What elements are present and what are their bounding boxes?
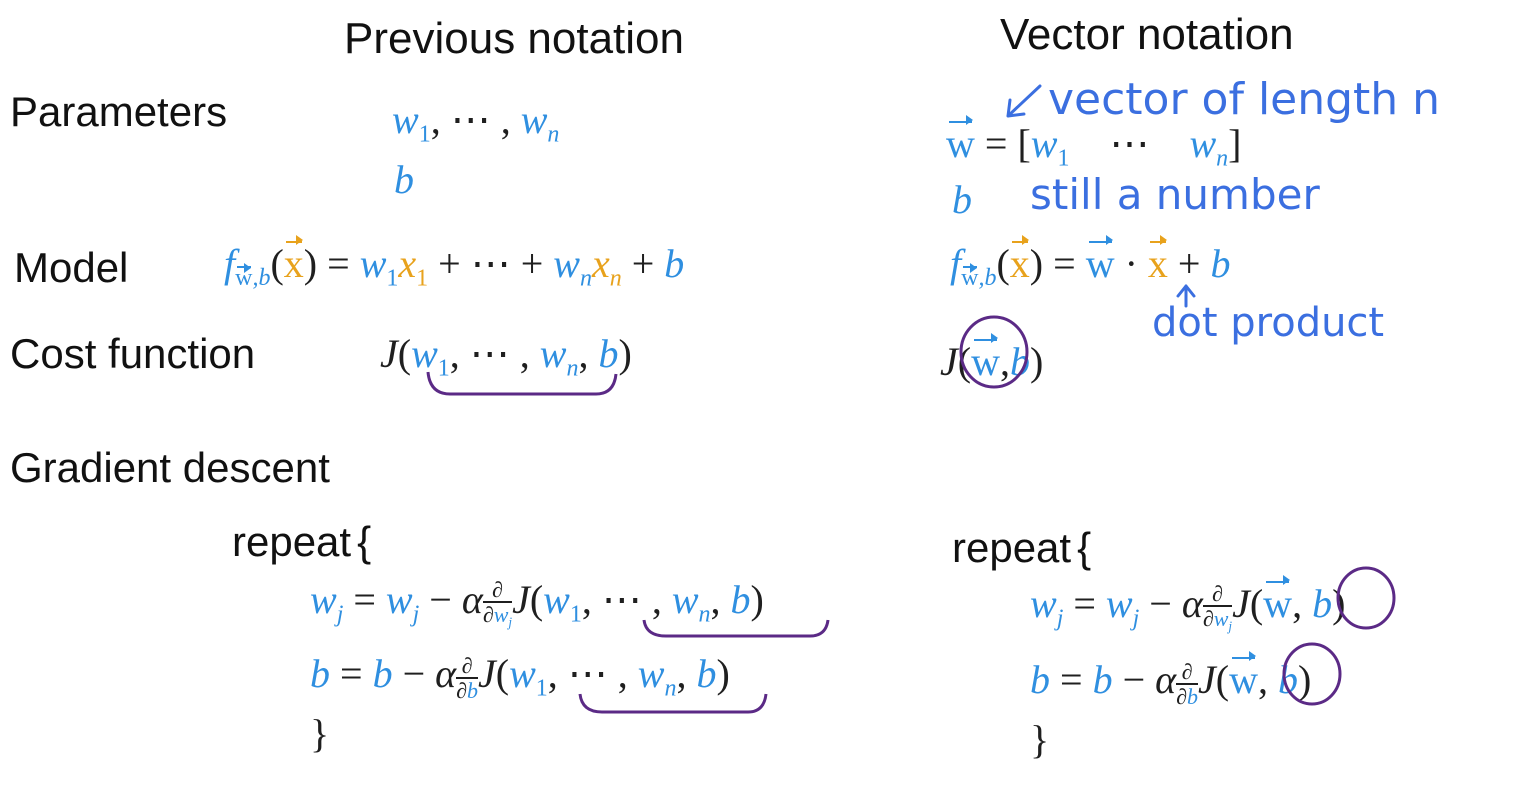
header-vector-notation: Vector notation xyxy=(1000,10,1294,59)
prev-cost-equation: J(w1, ⋯ , wn, b) xyxy=(380,331,632,382)
annotation-vector-of-length-n: vector of length n xyxy=(1048,74,1441,125)
vec-repeat-keyword: repeat{ xyxy=(952,524,1092,571)
prev-model-equation: fw,b(x) = w1x1 + ⋯ + wnxn + b xyxy=(224,235,685,292)
arrow-to-w-vector xyxy=(1006,84,1042,118)
header-previous-notation: Previous notation xyxy=(344,14,684,63)
vec-params-b: b xyxy=(952,177,972,222)
prev-repeat-keyword: repeat{ xyxy=(232,518,372,565)
vec-model-equation: fw,b(x) = w · x + b xyxy=(950,235,1231,292)
prev-params-b: b xyxy=(394,157,414,202)
prev-params-w: w1, ⋯ , wn xyxy=(392,97,560,148)
vec-repeat-close: } xyxy=(1030,717,1050,762)
label-parameters: Parameters xyxy=(10,88,228,135)
label-gradient-descent: Gradient descent xyxy=(10,444,330,491)
vec-params-w: w = [w1 ⋯ wn] xyxy=(946,115,1242,172)
prev-repeat-close: } xyxy=(310,711,330,756)
vec-cost-equation: J(w,b) xyxy=(940,333,1044,384)
vec-update-w-circle xyxy=(1336,566,1396,630)
label-cost-function: Cost function xyxy=(10,330,256,377)
annotation-still-a-number: still a number xyxy=(1030,170,1320,219)
label-model: Model xyxy=(14,244,129,291)
annotation-dot-product: dot product xyxy=(1152,300,1385,346)
